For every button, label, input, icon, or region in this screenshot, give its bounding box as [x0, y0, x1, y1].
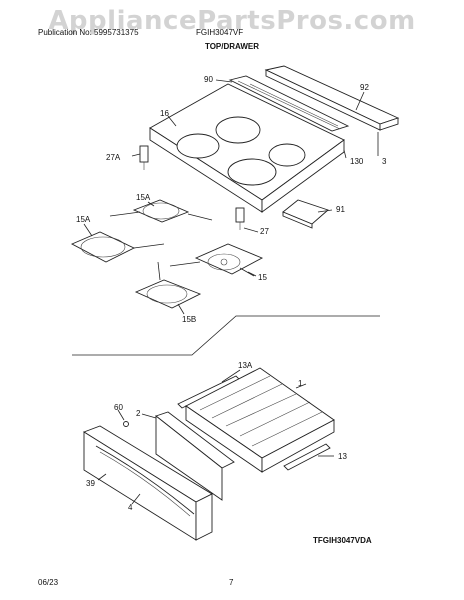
- drawer-front-part: [82, 425, 213, 541]
- callout-16: 16: [160, 109, 169, 118]
- element-15a-top-part: [109, 199, 213, 223]
- vent-bracket-part: [228, 75, 350, 132]
- callout-39: 39: [86, 479, 95, 488]
- callout-60: 60: [114, 403, 123, 412]
- callout-1: 1: [298, 379, 303, 388]
- panel-91-part: [282, 199, 329, 229]
- callout-27a: 27A: [106, 153, 121, 162]
- page-number: 7: [229, 578, 234, 587]
- publication-number: Publication No: 5995731375: [38, 28, 139, 37]
- callout-4: 4: [128, 503, 133, 512]
- callout-92: 92: [360, 83, 369, 92]
- element-15a-left-part: [70, 231, 165, 263]
- bracket-27a-part: [139, 145, 149, 170]
- callout-2: 2: [136, 409, 141, 418]
- element-15b-part: [134, 261, 202, 309]
- drawer-body-part: [185, 367, 335, 473]
- section-divider: [72, 315, 380, 356]
- watermark: AppliancePartsPros.com: [48, 6, 416, 36]
- publication-date: 06/23: [38, 578, 59, 587]
- element-15-part: [169, 243, 264, 277]
- screw-60-part: [123, 421, 129, 427]
- callout-3: 3: [382, 157, 387, 166]
- cooktop-part: [149, 83, 345, 213]
- section-title: TOP/DRAWER: [204, 42, 260, 51]
- drawer-inner-panel-part: [155, 411, 235, 501]
- bracket-27-part: [235, 207, 245, 230]
- callout-27: 27: [260, 227, 269, 236]
- callout-15b: 15B: [182, 315, 196, 324]
- callout-13: 13: [338, 452, 347, 461]
- diagram-code: TFGIH3047VDA: [313, 536, 372, 545]
- callout-15: 15: [258, 273, 267, 282]
- drawer-rail-13-part: [283, 443, 331, 471]
- callout-130: 130: [350, 157, 364, 166]
- callout-90: 90: [204, 75, 213, 84]
- callout-91: 91: [336, 205, 345, 214]
- callout-15a-left: 15A: [76, 215, 91, 224]
- callout-13a: 13A: [238, 361, 253, 370]
- model-number: FGIH3047VF: [196, 28, 244, 37]
- callout-15a-top: 15A: [136, 193, 151, 202]
- rear-trim-part: [264, 65, 400, 131]
